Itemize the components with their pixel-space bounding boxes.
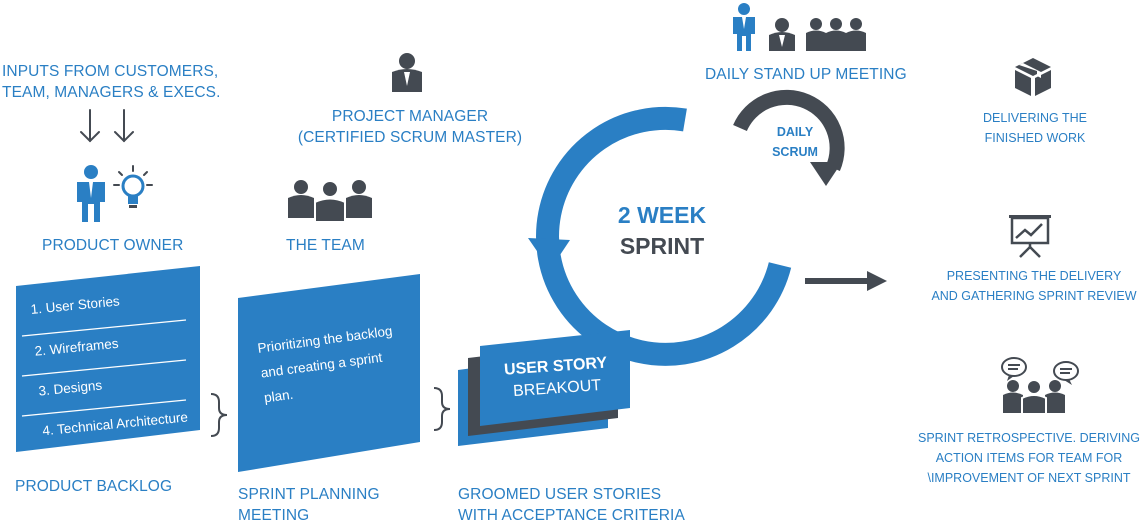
daily-scrum-line-1: DAILY	[776, 125, 814, 139]
sprint-cycle-arrow-icon	[528, 89, 845, 366]
user-story-card-text: USER STORY BREAKOUT	[500, 352, 613, 404]
project-manager-label: PROJECT MANAGER (CERTIFIED SCRUM MASTER)	[290, 106, 530, 148]
sprint-line-2: SPRINT	[619, 233, 705, 259]
user-story-card-stack	[458, 330, 630, 446]
sprint-planning-line-2: MEETING	[238, 507, 310, 524]
delivering-label: DELIVERING THE FINISHED WORK	[950, 108, 1120, 148]
product-owner-label: PRODUCT OWNER	[42, 237, 184, 254]
project-manager-icon	[392, 53, 422, 92]
inputs-line-2: TEAM, MANAGERS & EXECS.	[2, 84, 221, 101]
down-arrows-icon	[80, 109, 134, 143]
daily-scrum-label: DAILY SCRUM	[760, 122, 830, 162]
retro-line-2: ACTION ITEMS FOR TEAM FOR	[935, 451, 1123, 465]
backlog-card	[16, 266, 200, 452]
retro-line-3: \IMPROVEMENT OF NEXT SPRINT	[927, 471, 1131, 485]
team-label: THE TEAM	[286, 237, 365, 254]
retro-line-1: SPRINT RETROSPECTIVE. DERIVING	[917, 431, 1141, 445]
sprint-label: 2 WEEK SPRINT	[600, 200, 724, 262]
presenting-line-1: PRESENTING THE DELIVERY	[946, 269, 1122, 283]
delivering-line-1: DELIVERING THE	[983, 111, 1087, 125]
standup-people-icon	[733, 3, 866, 51]
planning-card	[238, 274, 420, 472]
sprint-planning-line-1: SPRINT PLANNING	[238, 486, 380, 503]
groomed-line-1: GROOMED USER STORIES	[458, 486, 662, 503]
product-owner-person-icon	[77, 165, 105, 222]
standup-label: DAILY STAND UP MEETING	[705, 66, 907, 83]
project-manager-line-1: PROJECT MANAGER	[331, 108, 489, 125]
groomed-line-2: WITH ACCEPTANCE CRITERIA	[458, 507, 685, 524]
retrospective-label: SPRINT RETROSPECTIVE. DERIVING ACTION IT…	[914, 428, 1143, 488]
delivering-line-2: FINISHED WORK	[984, 131, 1086, 145]
brace-icon	[433, 387, 451, 431]
presenting-line-2: AND GATHERING SPRINT REVIEW	[931, 289, 1137, 303]
inputs-label: INPUTS FROM CUSTOMERS, TEAM, MANAGERS & …	[2, 61, 220, 103]
presenting-label: PRESENTING THE DELIVERY AND GATHERING SP…	[925, 266, 1143, 306]
output-arrow-icon	[805, 271, 887, 291]
presentation-board-icon	[1009, 215, 1051, 258]
daily-scrum-line-2: SCRUM	[772, 145, 818, 159]
team-icon	[288, 180, 372, 223]
brace-icon	[210, 393, 228, 437]
product-backlog-label: PRODUCT BACKLOG	[15, 478, 173, 495]
sprint-line-1: 2 WEEK	[617, 202, 707, 228]
box-icon	[1015, 58, 1051, 96]
lightbulb-icon	[113, 165, 153, 208]
retrospective-icon	[1001, 357, 1079, 415]
project-manager-line-2: (CERTIFIED SCRUM MASTER)	[297, 129, 523, 146]
inputs-line-1: INPUTS FROM CUSTOMERS,	[2, 63, 219, 80]
